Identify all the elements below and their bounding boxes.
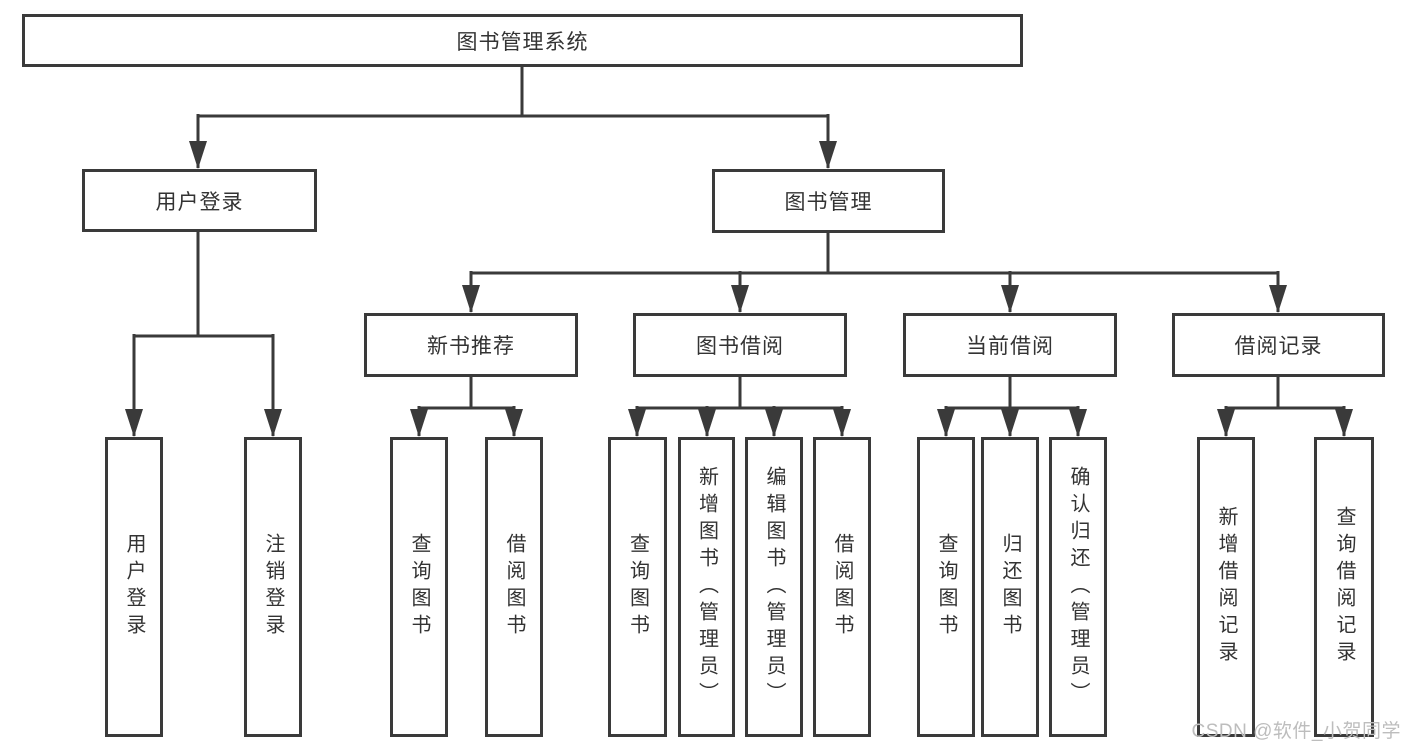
connector-book-borrow-children (628, 376, 851, 437)
connector-root-children (189, 65, 837, 169)
connector-current-borrow-children (937, 376, 1087, 437)
connector-new-book-rec-children (410, 376, 523, 437)
node-current-borrow: 当前借阅 (903, 313, 1117, 377)
leaf-user-login: 用户登录 (105, 437, 163, 737)
leaf-borrow-books-recommend: 借阅图书 (485, 437, 543, 737)
node-user-login: 用户登录 (82, 169, 317, 232)
leaf-borrow-books: 借阅图书 (813, 437, 871, 737)
leaf-add-books-admin: 新增图书（管理员） (678, 437, 735, 737)
node-new-book-recommend: 新书推荐 (364, 313, 578, 377)
node-book-management: 图书管理 (712, 169, 945, 233)
connector-user-login-children (125, 231, 282, 437)
connector-borrow-record-children (1217, 374, 1353, 437)
leaf-return-books: 归还图书 (981, 437, 1039, 737)
leaf-query-borrow-record: 查询借阅记录 (1314, 437, 1374, 737)
leaf-query-books-current: 查询图书 (917, 437, 975, 737)
node-book-borrow: 图书借阅 (633, 313, 847, 377)
leaf-confirm-return-admin: 确认归还（管理员） (1049, 437, 1107, 737)
node-borrow-record: 借阅记录 (1172, 313, 1385, 377)
leaf-query-books-recommend: 查询图书 (390, 437, 448, 737)
leaf-edit-books-admin: 编辑图书（管理员） (745, 437, 803, 737)
node-root-system: 图书管理系统 (22, 14, 1023, 67)
leaf-logout: 注销登录 (244, 437, 302, 737)
leaf-add-borrow-record: 新增借阅记录 (1197, 437, 1255, 737)
connector-book-mgmt-children (462, 232, 1287, 313)
leaf-query-books-borrow: 查询图书 (608, 437, 667, 737)
